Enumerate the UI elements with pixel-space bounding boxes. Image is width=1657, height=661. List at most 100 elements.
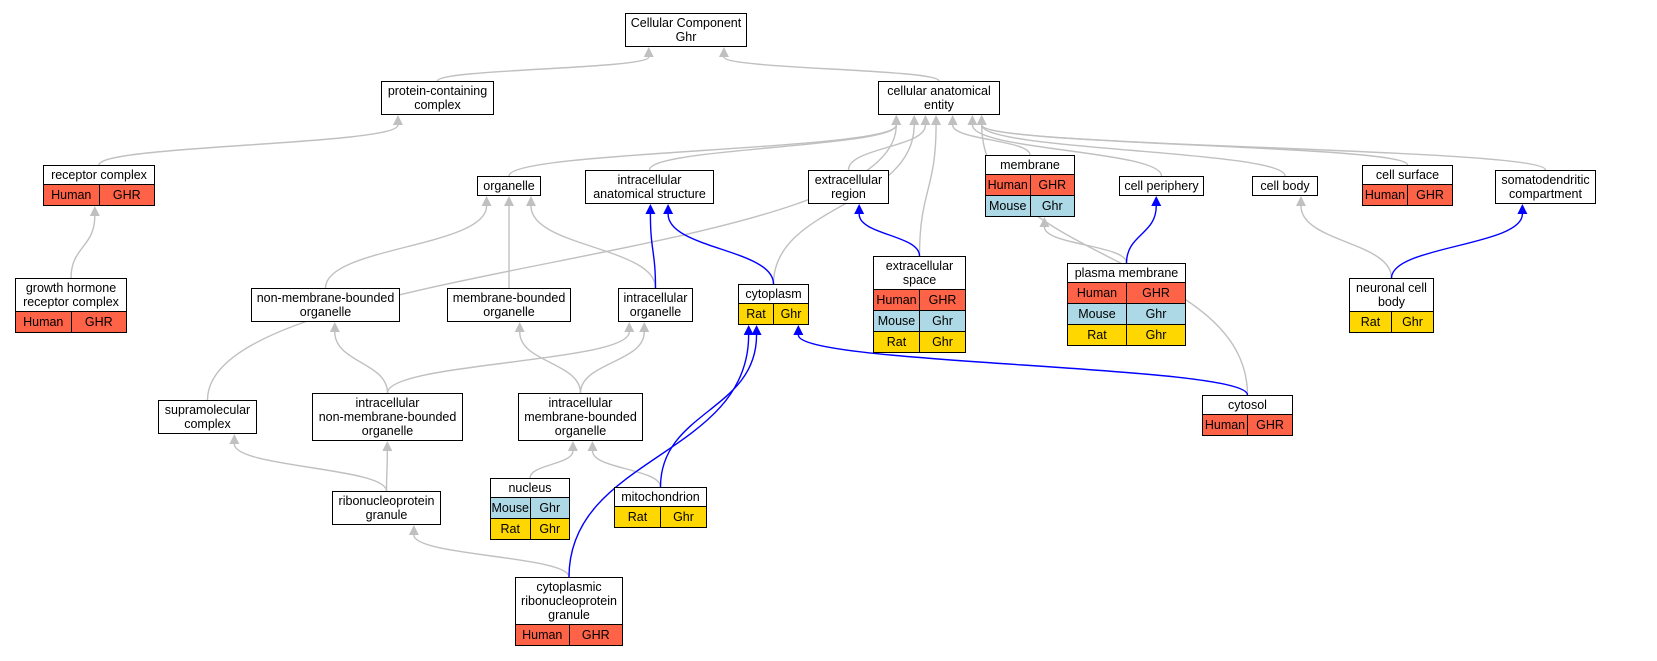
gene-symbol: GHR — [1247, 415, 1292, 435]
node-org: organelle — [477, 176, 541, 196]
node-title-line: organelle — [554, 424, 607, 438]
edge-cb-to-cae — [981, 124, 1286, 177]
edge-rc-to-pcc — [98, 124, 399, 166]
node-title-line: Ghr — [675, 30, 697, 44]
node-title-line: non-membrane-bounded — [318, 410, 457, 424]
edge-inmbo-to-io — [386, 331, 630, 394]
species-name: Mouse — [1078, 307, 1116, 321]
edge-imbo-to-mbo — [519, 331, 582, 394]
arrowhead — [718, 47, 729, 57]
arrowhead — [481, 196, 492, 206]
node-title-line: cell body — [1260, 179, 1310, 193]
arrowhead — [229, 434, 240, 444]
node-title-line: membrane-bounded — [524, 410, 637, 424]
edge-ghrc-to-rc — [70, 215, 96, 279]
arrowhead — [1151, 196, 1162, 206]
node-title-line: granule — [548, 608, 590, 622]
node-title-line: protein-containing — [387, 84, 488, 98]
arrowhead — [947, 115, 958, 125]
edge-crnpg-to-rnpg — [413, 534, 570, 578]
edge-io-to-ias — [649, 213, 657, 289]
edge-rnpg-to-inmbo — [385, 450, 389, 492]
node-title-line: receptor complex — [23, 295, 119, 309]
node-cp: cell periphery — [1119, 176, 1204, 196]
arrowhead — [1517, 204, 1528, 214]
edge-rnpg-to-smc — [233, 443, 388, 492]
gene-symbol: GHR — [919, 290, 965, 310]
arrowhead — [392, 115, 403, 125]
edge-ncb-to-cb — [1300, 205, 1393, 279]
gene-symbol: Ghr — [660, 507, 706, 527]
arrowhead — [514, 322, 525, 332]
species-name: Human — [987, 178, 1028, 192]
edge-org-to-cae — [508, 124, 897, 177]
species-name: Rat — [500, 522, 520, 536]
node-title-line: complex — [414, 98, 461, 112]
edge-es-to-er — [858, 213, 921, 257]
node-title-line: ribonucleoprotein — [521, 594, 617, 608]
arrowhead — [567, 441, 578, 451]
gene-symbol: GHR — [1029, 175, 1075, 195]
gene-symbol: Ghr — [1391, 312, 1433, 332]
node-title-line: region — [831, 187, 866, 201]
arrowhead — [743, 325, 754, 335]
node-title-line: cytoplasm — [745, 287, 802, 301]
edge-es-to-cae — [918, 124, 937, 257]
gene-symbol: Ghr — [1126, 325, 1185, 345]
species-name: Human — [1204, 418, 1246, 432]
node-cb: cell body — [1252, 176, 1318, 196]
node-title-line: neuronal cell — [1356, 281, 1427, 295]
node-title-line: ribonucleoprotein — [338, 494, 435, 508]
arrowhead — [329, 322, 340, 332]
arrowhead — [891, 115, 902, 125]
node-title-line: cytoplasmic — [536, 580, 602, 594]
node-title-line: organelle — [361, 424, 414, 438]
arrowhead — [89, 206, 100, 216]
edge-cyto-to-cae — [772, 124, 915, 285]
edge-sdc-to-cae — [981, 124, 1547, 171]
node-title-line: membrane — [1000, 158, 1060, 172]
edge-ncb-to-sdc — [1390, 213, 1524, 279]
gene-symbol: Ghr — [919, 311, 965, 331]
gene-symbol: GHR — [1407, 185, 1452, 205]
species-name: Mouse — [491, 501, 530, 515]
gene-symbol: GHR — [70, 312, 127, 332]
arrowhead — [525, 196, 536, 206]
edge-pm-to-cp — [1125, 205, 1157, 264]
arrowhead — [504, 196, 514, 206]
edge-cyto-to-ias — [667, 213, 775, 285]
edge-pm-to-mem — [1043, 226, 1128, 264]
node-title-line: Cellular Component — [630, 16, 742, 30]
node-title-line: entity — [924, 98, 954, 112]
edge-cp-to-cae — [971, 124, 1163, 177]
node-title-line: organelle — [299, 305, 352, 319]
edge-cytosol-to-cyto — [797, 334, 1249, 396]
arrowhead — [639, 322, 650, 332]
node-title-line: extracellular — [885, 259, 954, 273]
arrowhead — [920, 115, 931, 125]
node-title-line: nucleus — [508, 481, 552, 495]
arrowhead — [909, 115, 920, 125]
node-title-line: mitochondrion — [621, 490, 700, 504]
node-title-line: cell periphery — [1124, 179, 1199, 193]
arrowhead — [643, 47, 654, 57]
gene-symbol: GHR — [98, 185, 155, 205]
